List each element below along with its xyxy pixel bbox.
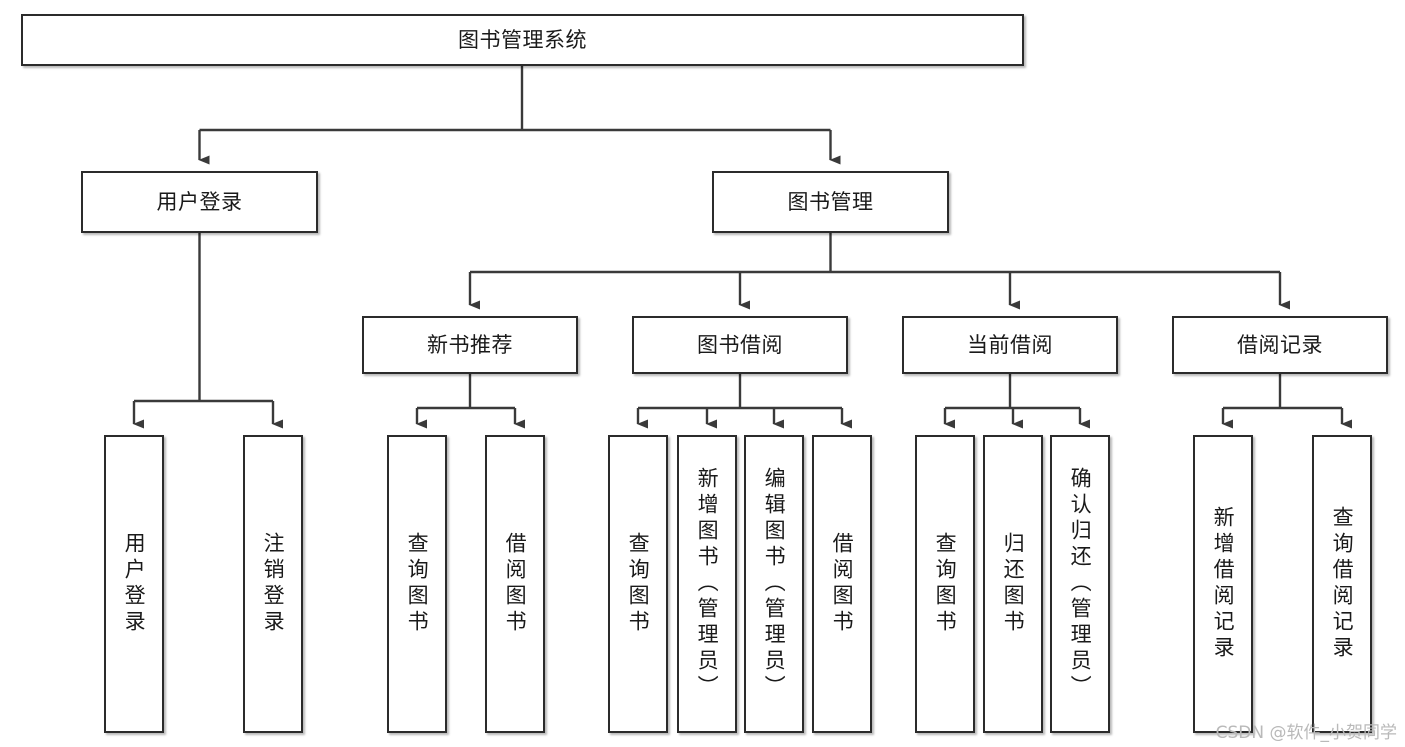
- node-leaf-add-record[interactable]: 新增借阅记录: [1193, 435, 1253, 733]
- node-label: 新增借阅记录: [1211, 506, 1236, 662]
- node-label: 新书推荐: [427, 332, 513, 357]
- node-label: 注销登录: [261, 532, 286, 636]
- node-label: 新增图书（管理员）: [695, 467, 720, 701]
- node-label: 用户登录: [122, 532, 147, 636]
- node-book-borrow[interactable]: 图书借阅: [632, 316, 848, 374]
- connector-lines: [132, 66, 1352, 429]
- node-label: 查询图书: [626, 532, 651, 636]
- node-leaf-add-book[interactable]: 新增图书（管理员）: [677, 435, 737, 733]
- node-leaf-query-book-3[interactable]: 查询图书: [915, 435, 975, 733]
- node-leaf-query-book-1[interactable]: 查询图书: [387, 435, 447, 733]
- node-leaf-logout[interactable]: 注销登录: [243, 435, 303, 733]
- node-label: 确认归还（管理员）: [1068, 467, 1093, 701]
- node-label: 借阅记录: [1237, 332, 1323, 357]
- node-leaf-query-record[interactable]: 查询借阅记录: [1312, 435, 1372, 733]
- node-label: 归还图书: [1001, 532, 1026, 636]
- node-book-manage[interactable]: 图书管理: [712, 171, 949, 233]
- node-label: 查询图书: [405, 532, 430, 636]
- node-leaf-borrow-book-1[interactable]: 借阅图书: [485, 435, 545, 733]
- node-label: 借阅图书: [830, 532, 855, 636]
- node-root[interactable]: 图书管理系统: [21, 14, 1024, 66]
- node-current-borrow[interactable]: 当前借阅: [902, 316, 1118, 374]
- node-user-login[interactable]: 用户登录: [81, 171, 318, 233]
- node-label: 当前借阅: [967, 332, 1053, 357]
- node-label: 编辑图书（管理员）: [762, 467, 787, 701]
- node-leaf-borrow-book-2[interactable]: 借阅图书: [812, 435, 872, 733]
- node-label: 借阅图书: [503, 532, 528, 636]
- node-leaf-query-book-2[interactable]: 查询图书: [608, 435, 668, 733]
- node-leaf-edit-book[interactable]: 编辑图书（管理员）: [744, 435, 804, 733]
- node-label: 查询图书: [933, 532, 958, 636]
- node-label: 用户登录: [156, 189, 243, 214]
- node-new-book-rec[interactable]: 新书推荐: [362, 316, 578, 374]
- node-leaf-user-login[interactable]: 用户登录: [104, 435, 164, 733]
- node-leaf-confirm-return[interactable]: 确认归还（管理员）: [1050, 435, 1110, 733]
- node-label: 查询借阅记录: [1330, 506, 1355, 662]
- node-borrow-record[interactable]: 借阅记录: [1172, 316, 1388, 374]
- node-label: 图书借阅: [697, 332, 783, 357]
- node-label: 图书管理: [787, 189, 874, 214]
- node-leaf-return-book[interactable]: 归还图书: [983, 435, 1043, 733]
- node-label: 图书管理系统: [458, 27, 587, 52]
